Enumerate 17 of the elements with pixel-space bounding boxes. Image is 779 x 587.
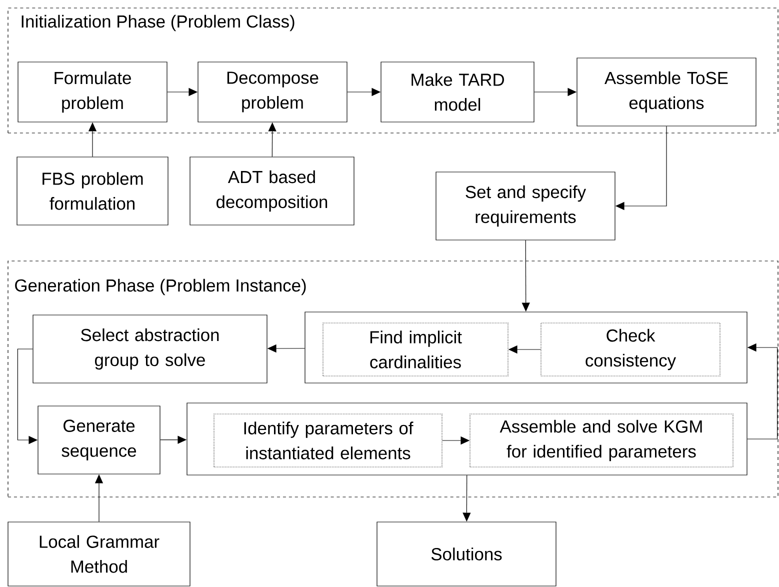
process-box: Assemble ToSE equations bbox=[576, 58, 756, 126]
process-box: Solutions bbox=[376, 522, 556, 586]
process-box: Decompose problem bbox=[198, 62, 348, 122]
step-box: Assemble and solve KGM for identified parameters bbox=[470, 414, 734, 468]
process-box: Formulate problem bbox=[18, 62, 168, 122]
step-box: Check consistency bbox=[540, 322, 720, 376]
process-box: Set and specify requirements bbox=[436, 172, 616, 240]
process-box: ADT based decomposition bbox=[190, 156, 354, 226]
step-box: Identify parameters of instantiated elements bbox=[214, 414, 442, 468]
process-box: Local Grammar Method bbox=[8, 522, 190, 586]
process-box: FBS problem formulation bbox=[16, 156, 168, 226]
group-box bbox=[186, 402, 748, 476]
step-box: Find implicit cardinalities bbox=[322, 322, 508, 376]
process-box: Make TARD model bbox=[380, 62, 534, 122]
process-box: Select abstraction group to solve bbox=[32, 314, 268, 384]
process-box: Generate sequence bbox=[38, 406, 160, 474]
group-box bbox=[304, 312, 748, 384]
